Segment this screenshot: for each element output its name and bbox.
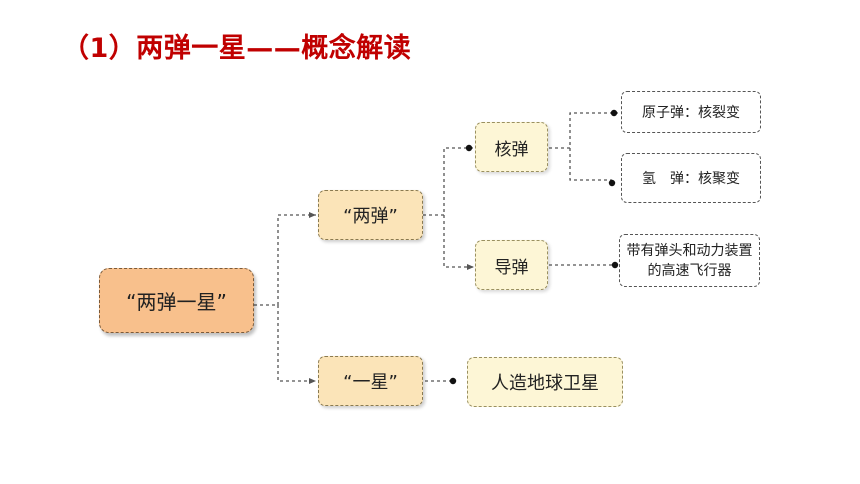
connector-nuclear (549, 112, 618, 149)
node-atomic-bomb: 原子弹：核裂变 (621, 91, 761, 133)
connector-dot (465, 144, 473, 152)
node-one-star: “一星” (318, 356, 423, 406)
node-satellite: 人造地球卫星 (467, 357, 623, 407)
node-missile: 导弹 (475, 240, 548, 290)
connector-dot (608, 179, 616, 187)
arrow-head (309, 378, 316, 384)
arrow-head (467, 264, 474, 270)
connector-dot (610, 109, 618, 117)
connector-nuclear-hydrogen (569, 148, 612, 181)
node-two-bombs: “两弹” (318, 190, 423, 240)
node-root: “两弹一星” (99, 268, 254, 333)
node-nuclear: 核弹 (475, 122, 548, 172)
connector-root-star (277, 305, 316, 382)
node-hydrogen-bomb: 氢 弹：核聚变 (621, 153, 761, 203)
arrow-head (309, 212, 316, 218)
connector-two-bombs (423, 147, 474, 216)
connector-dot (611, 261, 619, 269)
connector-two-bombs-missile (443, 215, 474, 268)
connector-dot (449, 377, 457, 385)
node-missile-desc: 带有弹头和动力装置的高速飞行器 (619, 234, 760, 287)
page-title: （1）两弹一星——概念解读 (62, 33, 412, 64)
connector-root (254, 214, 316, 306)
